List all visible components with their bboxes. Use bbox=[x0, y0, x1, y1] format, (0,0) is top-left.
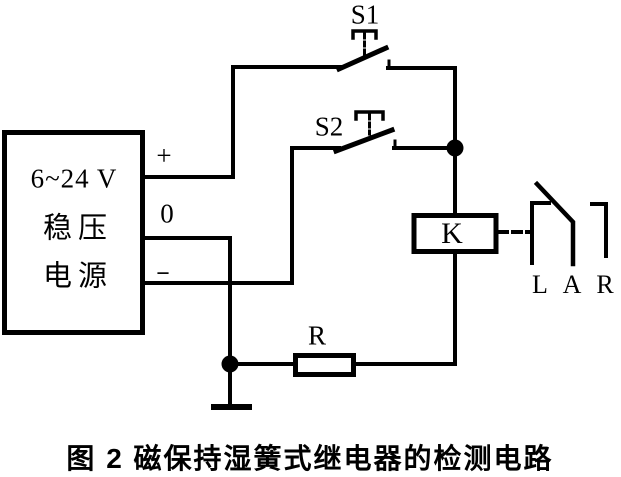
terminal-positive-label: + bbox=[156, 140, 172, 171]
contact-armature-label: A bbox=[562, 270, 582, 299]
relay-coil-box bbox=[411, 213, 499, 254]
resistor-box bbox=[293, 353, 356, 377]
contact-left-label: L bbox=[532, 270, 548, 299]
power-supply-box bbox=[2, 130, 145, 335]
switch-s1-label: S1 bbox=[350, 0, 380, 30]
junction-dot-bottom bbox=[221, 355, 239, 373]
relay-coil-label: K bbox=[441, 217, 463, 250]
contact-right-label: R bbox=[596, 270, 614, 299]
wire-positive-to-s1 bbox=[143, 65, 345, 179]
s1-switch-blade bbox=[335, 44, 390, 73]
wire-resistor-to-coil bbox=[354, 252, 457, 366]
power-supply-label-line3: 电源 bbox=[42, 260, 114, 293]
s2-switch-blade bbox=[332, 126, 396, 155]
wire-s1-to-junction bbox=[386, 66, 457, 150]
switch-s2-label: S2 bbox=[314, 111, 344, 142]
wire-zero-down bbox=[143, 236, 232, 366]
junction-dot-top bbox=[446, 139, 464, 157]
reed-contact-right bbox=[590, 202, 608, 258]
resistor-label: R bbox=[307, 320, 327, 351]
s1-actuator-bar bbox=[351, 29, 378, 40]
terminal-zero-label: 0 bbox=[160, 198, 174, 229]
figure-caption: 图 2 磁保持湿簧式继电器的检测电路 bbox=[66, 443, 554, 474]
wire-negative-to-s2 bbox=[143, 146, 341, 285]
power-supply-voltage-label: 6~24 V bbox=[30, 163, 118, 194]
terminal-negative-label: − bbox=[156, 261, 170, 287]
power-supply-label-line2: 稳压 bbox=[42, 212, 114, 245]
reed-contact-left bbox=[530, 201, 551, 265]
reed-contact-armature bbox=[533, 180, 576, 267]
s2-actuator-bar bbox=[354, 110, 385, 121]
